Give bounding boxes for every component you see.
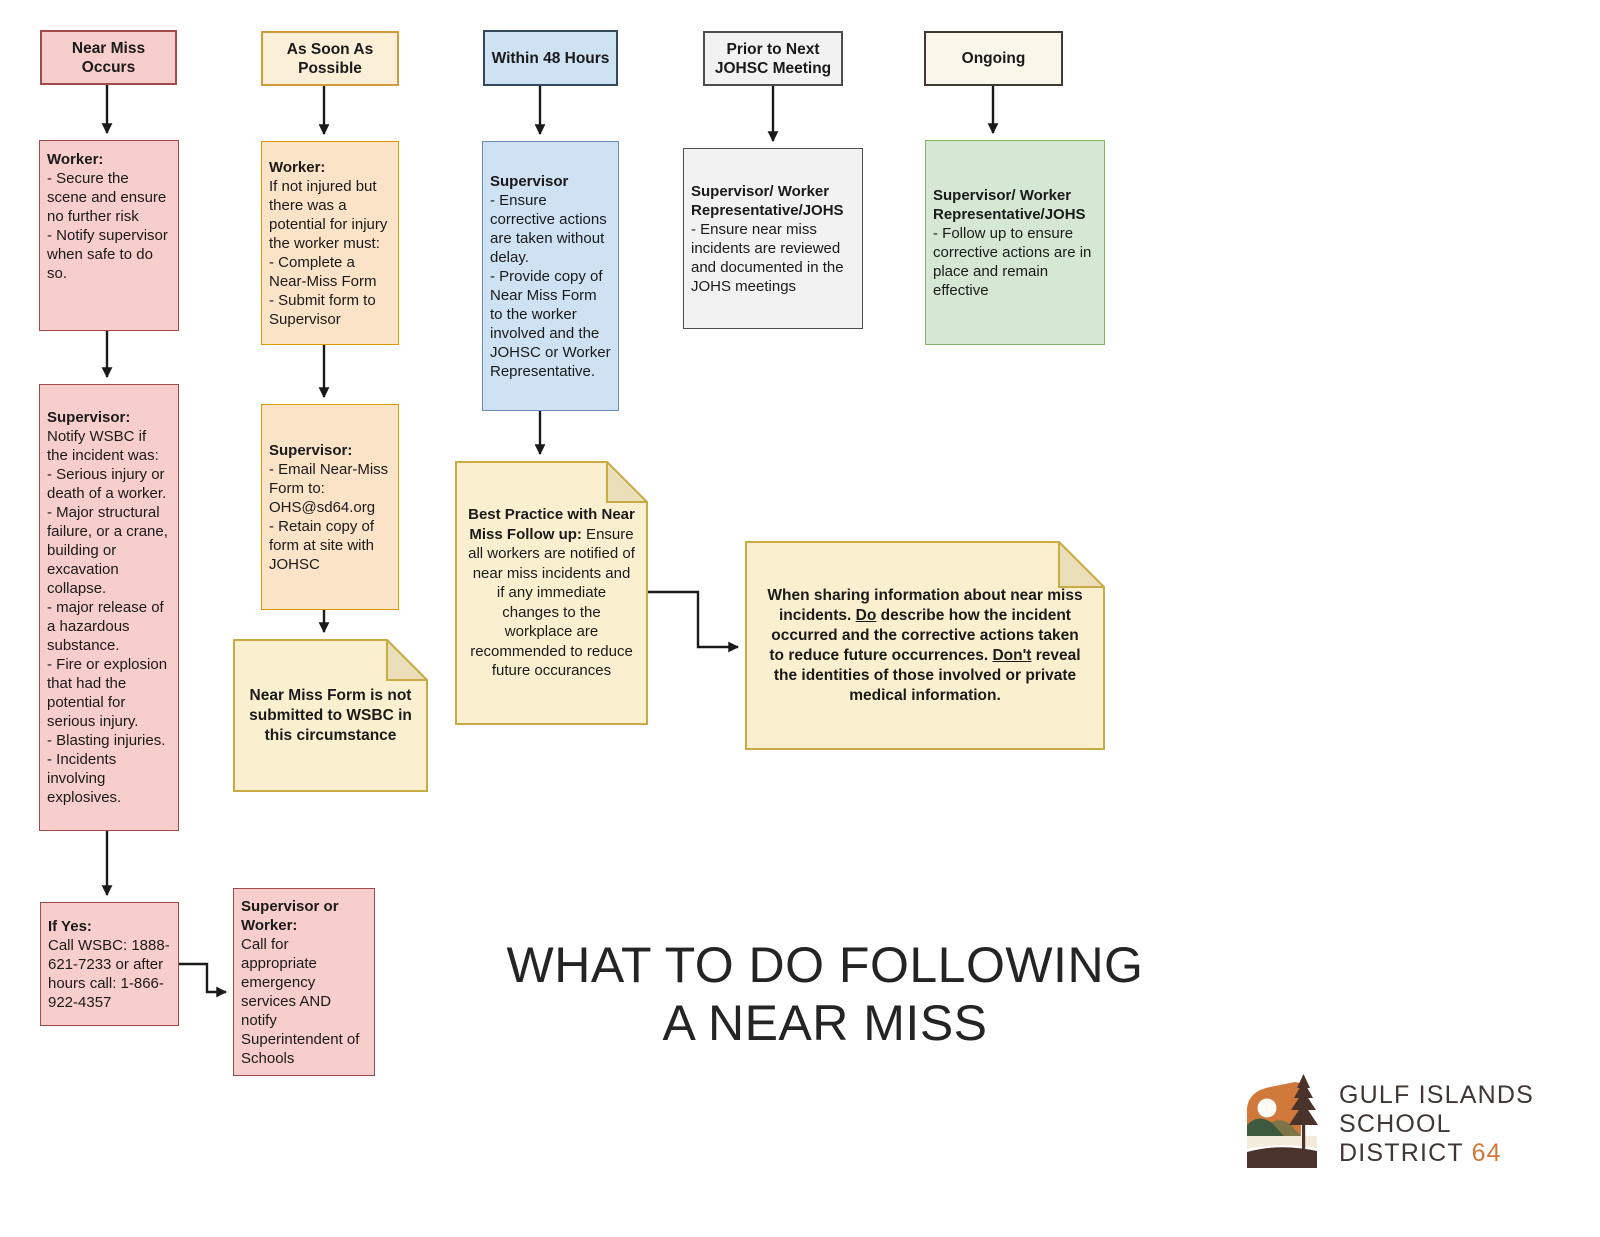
logo-line2: SCHOOL <box>1339 1110 1452 1138</box>
flow-box-worker-secure-scene: Worker: - Secure the scene and ensure no… <box>39 140 179 331</box>
flow-box-followup-effective: Supervisor/ Worker Representative/JOHS -… <box>925 140 1105 345</box>
box-text: Supervisor - Ensure corrective actions a… <box>490 172 611 380</box>
flow-box-supervisor-email-form: Supervisor: - Email Near-Miss Form to: O… <box>261 404 399 610</box>
flow-box-johsc-review: Supervisor/ Worker Representative/JOHS -… <box>683 148 863 329</box>
box-text: Supervisor or Worker: Call for appropria… <box>241 897 360 1067</box>
flow-box-call-emergency-services: Supervisor or Worker: Call for appropria… <box>233 888 375 1076</box>
flow-box-supervisor-corrective-actions: Supervisor - Ensure corrective actions a… <box>482 141 619 411</box>
flow-box-worker-near-miss-form: Worker: If not injured but there was a p… <box>261 141 399 345</box>
header-label: Ongoing <box>961 50 1026 67</box>
header-within-48-hours: Within 48 Hours <box>483 30 618 86</box>
note-sharing-information: When sharing information about near miss… <box>745 541 1105 750</box>
box-text: Supervisor: - Email Near-Miss Form to: O… <box>269 441 389 573</box>
shore-band <box>1247 1136 1317 1149</box>
note-shape-icon <box>233 639 428 792</box>
box-text: Supervisor/ Worker Representative/JOHS -… <box>691 182 844 295</box>
page-title-line1: WHAT TO DO FOLLOWING <box>506 937 1144 993</box>
note-text: When sharing information about near miss… <box>745 541 1105 750</box>
header-label: Within 48 Hours <box>491 49 610 67</box>
note-shape-icon <box>745 541 1105 750</box>
header-label: Near Miss Occurs <box>71 39 146 76</box>
note-shape-icon <box>455 461 648 725</box>
header-as-soon-as-possible: As Soon As Possible <box>261 31 399 86</box>
logo-landscape-icon <box>1247 1074 1318 1168</box>
box-text: Supervisor/ Worker Representative/JOHS -… <box>933 186 1092 299</box>
note-text: Best Practice with Near Miss Follow up: … <box>455 461 648 725</box>
pine-tree-icon <box>1289 1074 1318 1156</box>
box-text: Worker: - Secure the scene and ensure no… <box>47 151 168 282</box>
district-logo: GULF ISLANDS SCHOOL DISTRICT 64 <box>1245 1072 1534 1170</box>
box-text: Supervisor: Notify WSBC if the incident … <box>47 409 168 806</box>
page-title-line2: A NEAR MISS <box>662 995 988 1051</box>
note-paragraph: When sharing information about near miss… <box>767 586 1083 704</box>
header-label: Prior to Next JOHSC Meeting <box>714 40 832 77</box>
header-label: As Soon As Possible <box>286 40 374 77</box>
header-ongoing: Ongoing <box>924 31 1063 86</box>
note-best-practice: Best Practice with Near Miss Follow up: … <box>455 461 648 725</box>
box-text: If Yes: Call WSBC: 1888-621-7233 or afte… <box>48 917 170 1011</box>
box-text: Worker: If not injured but there was a p… <box>269 158 388 328</box>
header-prior-to-next-johsc-meeting: Prior to Next JOHSC Meeting <box>703 31 843 86</box>
logo-line3: DISTRICT 64 <box>1339 1139 1502 1167</box>
logo-wordmark: GULF ISLANDS SCHOOL DISTRICT 64 <box>1339 1081 1534 1170</box>
flow-box-supervisor-notify-wsbc: Supervisor: Notify WSBC if the incident … <box>39 384 179 831</box>
header-near-miss-occurs: Near Miss Occurs <box>40 30 177 85</box>
note-wsbc-not-submitted: Near Miss Form is not submitted to WSBC … <box>233 639 428 792</box>
page-title: WHAT TO DO FOLLOWING A NEAR MISS <box>430 936 1220 1052</box>
foreground-band <box>1247 1147 1317 1168</box>
logo-district-number: 64 <box>1471 1139 1502 1167</box>
note-text: Near Miss Form is not submitted to WSBC … <box>249 686 412 744</box>
sun-icon <box>1257 1098 1277 1118</box>
flow-box-if-yes-call-wsbc: If Yes: Call WSBC: 1888-621-7233 or afte… <box>40 902 179 1026</box>
hill-green <box>1247 1118 1284 1136</box>
logo-line1: GULF ISLANDS <box>1339 1081 1535 1109</box>
note-paragraph: Best Practice with Near Miss Follow up: … <box>468 506 635 680</box>
